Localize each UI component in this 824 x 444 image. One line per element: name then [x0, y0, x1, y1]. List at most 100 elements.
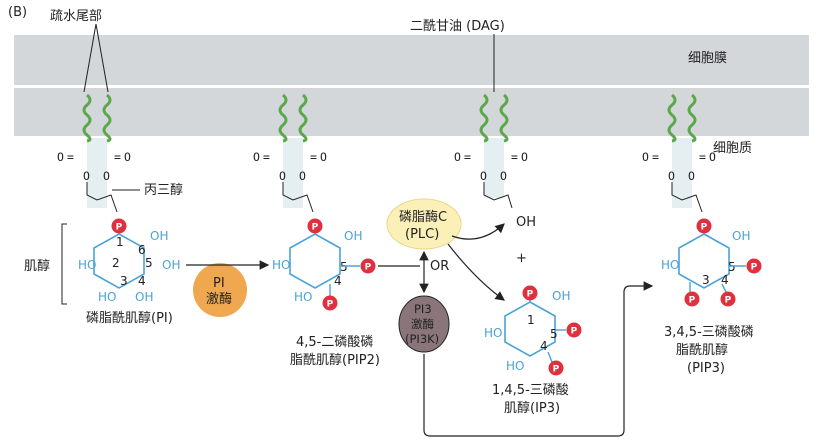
hydroxyl-label: HO [294, 290, 312, 304]
hydroxyl-label: HO [272, 258, 290, 272]
phosphate-label: P [527, 290, 534, 300]
phosphate-label: P [701, 223, 708, 233]
carbonyl-o-label: O [57, 150, 64, 164]
phosphate-label: P [689, 296, 696, 306]
fatty-acid-tail [499, 93, 509, 143]
carbonyl-o-label: O [521, 150, 528, 164]
ester-o-label: O [668, 169, 675, 183]
hydroxyl-label: OH [135, 290, 153, 304]
ester-o-label: O [500, 169, 507, 183]
carbonyl-o-label: O [124, 150, 131, 164]
carbonyl-o-label: O [454, 150, 461, 164]
hydroxyl-label: HO [661, 258, 679, 272]
carbon-number: 3 [120, 274, 128, 288]
inositol-ring-ip3 [504, 301, 556, 357]
pi3k-label: 激酶 [411, 317, 434, 331]
double-bond-label: = [114, 150, 121, 164]
tail-pointer-right [95, 23, 109, 93]
phosphate-icon [566, 322, 582, 338]
dag-hydroxyl-label: OH [516, 215, 536, 230]
ester-o-label: O [299, 169, 306, 183]
ip3-name-line2: 肌醇(IP3) [504, 400, 560, 416]
phosphate-label: P [751, 263, 758, 273]
hydrophobic-tail-label: 疏水尾部 [50, 9, 102, 24]
hydroxyl-label: HO [484, 326, 502, 340]
fatty-acid-tail [667, 93, 677, 143]
tail-pointer-left [83, 23, 97, 93]
phosphate-icon [684, 291, 700, 307]
carbon-number: 4 [721, 273, 729, 287]
lipid-pip3: O = = O O O P [642, 93, 716, 234]
hydroxyl-label: OH [344, 229, 362, 243]
carbon-number: 3 [702, 273, 710, 287]
phosphate-icon [720, 291, 736, 307]
phosphate-label: P [571, 327, 578, 337]
fatty-acid-tail [479, 93, 489, 143]
double-bond-label: = [699, 150, 706, 164]
pip2-name-line2: 脂酰肌醇(PIP2) [290, 352, 380, 368]
inositol-label: 肌醇 [24, 258, 50, 274]
carbon-number: 4 [138, 274, 146, 288]
membrane-outer-leaflet [14, 35, 809, 85]
inositol-bracket [61, 223, 67, 305]
panel-label: (B) [8, 5, 27, 20]
or-label: OR [430, 259, 449, 274]
phosphate-label: P [312, 223, 319, 233]
carbon-number: 6 [138, 243, 146, 257]
ip3-name-line1: 1,4,5-三磷酸 [492, 383, 569, 398]
pip3-name-line1: 3,4,5-三磷酸磷 [664, 325, 754, 340]
dag-label: 二酰甘油 (DAG) [410, 19, 505, 34]
ester-o-label: O [83, 169, 90, 183]
inositol-ring-pi [93, 233, 145, 289]
fatty-acid-tail [82, 93, 92, 143]
hydroxyl-label: HO [78, 258, 96, 272]
fatty-acid-tail [278, 93, 288, 143]
pi3k-label: PI3 [414, 302, 432, 316]
pi3k-label: (PI3K) [405, 332, 439, 346]
double-bond-label: = [263, 150, 270, 164]
inositol-ring-pip2 [289, 233, 341, 289]
phosphate-icon [522, 285, 538, 301]
plc-enzyme: 磷脂酶C (PLC) [386, 198, 462, 250]
phosphate-label: P [725, 296, 732, 306]
glycerol-label: 丙三醇 [144, 182, 183, 198]
plc-to-ip3-arrow [447, 243, 505, 301]
pi-kinase-enzyme: PI 激酶 [193, 263, 247, 317]
phosphate-label: P [365, 263, 372, 273]
double-bond-label: = [310, 150, 317, 164]
lipid-pip2: O = = O O O P [253, 93, 327, 234]
ester-o-label: O [688, 169, 695, 183]
lipid-pi: O = = O O O P [57, 93, 131, 234]
cell-membrane [14, 35, 809, 136]
carbon-number: 1 [527, 313, 535, 327]
plc-to-dag-arrow [451, 223, 505, 240]
carbon-number: 4 [540, 339, 548, 353]
pi-kinase-label: PI [213, 276, 225, 291]
pip3-name-line3: (PIP3) [687, 361, 725, 376]
double-bond-label: = [464, 150, 471, 164]
ester-o-label: O [279, 169, 286, 183]
glycerol-backbone [87, 138, 107, 208]
pi3k-enzyme: PI3 激酶 (PI3K) [398, 295, 450, 353]
carbon-number: 5 [550, 327, 558, 341]
ester-o-label: O [480, 169, 487, 183]
fatty-acid-tail [687, 93, 697, 143]
carbon-number: 5 [145, 256, 153, 270]
phosphate-label: P [327, 300, 334, 310]
pi-kinase-label: 激酶 [206, 291, 232, 307]
membrane-label: 细胞膜 [688, 51, 727, 66]
hydroxyl-label: HO [506, 359, 524, 373]
pip3-name-line2: 脂酰肌醇 [676, 342, 728, 358]
phosphate-icon [307, 218, 323, 234]
double-bond-label: = [652, 150, 659, 164]
carbonyl-o-label: O [320, 150, 327, 164]
cytoplasm-label: 细胞质 [713, 141, 752, 156]
phosphate-icon [111, 218, 127, 234]
phosphate-label: P [553, 365, 560, 375]
hydroxyl-label: HO [98, 290, 116, 304]
hydroxyl-label: OH [732, 229, 750, 243]
pi-name: 磷脂酰肌醇(PI) [86, 310, 173, 326]
carbon-number: 2 [112, 256, 120, 270]
